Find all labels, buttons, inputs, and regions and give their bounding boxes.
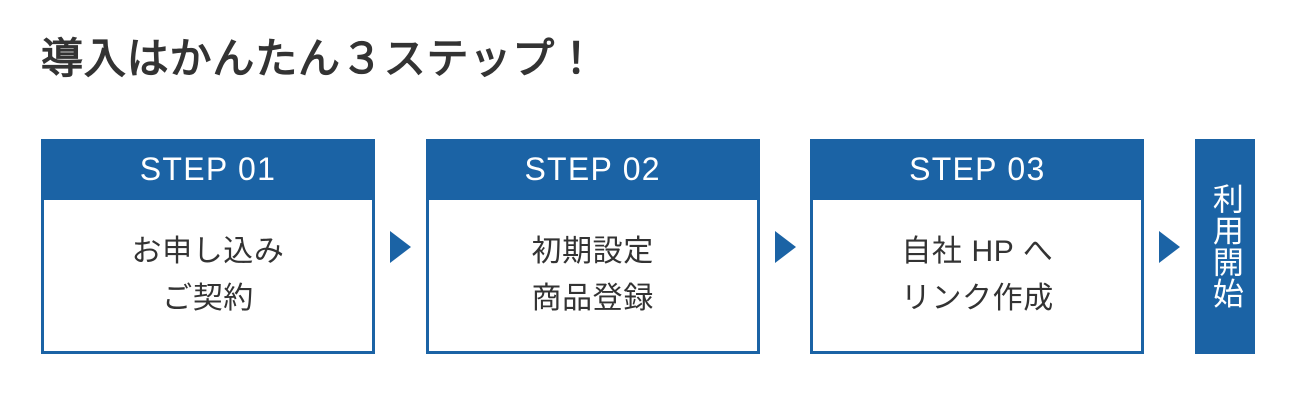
step-body-2: 初期設定 商品登録	[425, 200, 760, 354]
step-card-2: STEP 02 初期設定 商品登録	[425, 139, 760, 354]
step-body-2-line-1: 初期設定	[531, 235, 654, 268]
finish-card: 利用開始	[1195, 139, 1256, 354]
arrow-cell-3	[1144, 139, 1195, 354]
step-card-1: STEP 01 お申し込み ご契約	[41, 139, 375, 354]
step-header-1: STEP 01	[41, 139, 375, 200]
step-header-3: STEP 03	[810, 139, 1145, 200]
step-body-3: 自社 HP へ リンク作成	[810, 200, 1145, 354]
step-body-1-line-2: ご契約	[162, 281, 254, 315]
finish-label: 利用開始	[1207, 183, 1243, 310]
arrow-cell-1	[375, 139, 426, 354]
step-card-3: STEP 03 自社 HP へ リンク作成	[810, 139, 1145, 354]
page-title: 導入はかんたん３ステップ！	[41, 35, 598, 82]
arrow-cell-2	[760, 139, 811, 354]
step-body-1: お申し込み ご契約	[41, 200, 375, 354]
step-body-1-line-1: お申し込み	[131, 235, 285, 268]
steps-flow: STEP 01 お申し込み ご契約 STEP 02 初期設定 商品登録 STEP…	[41, 139, 1256, 354]
step-body-3-line-2: リンク作成	[900, 281, 1054, 315]
triangle-right-icon	[389, 230, 411, 263]
triangle-right-icon	[1159, 230, 1181, 263]
triangle-right-icon	[774, 230, 796, 263]
step-header-2: STEP 02	[425, 139, 760, 200]
step-body-2-line-2: 商品登録	[531, 281, 654, 315]
step-body-3-line-1: 自社 HP へ	[901, 235, 1054, 268]
